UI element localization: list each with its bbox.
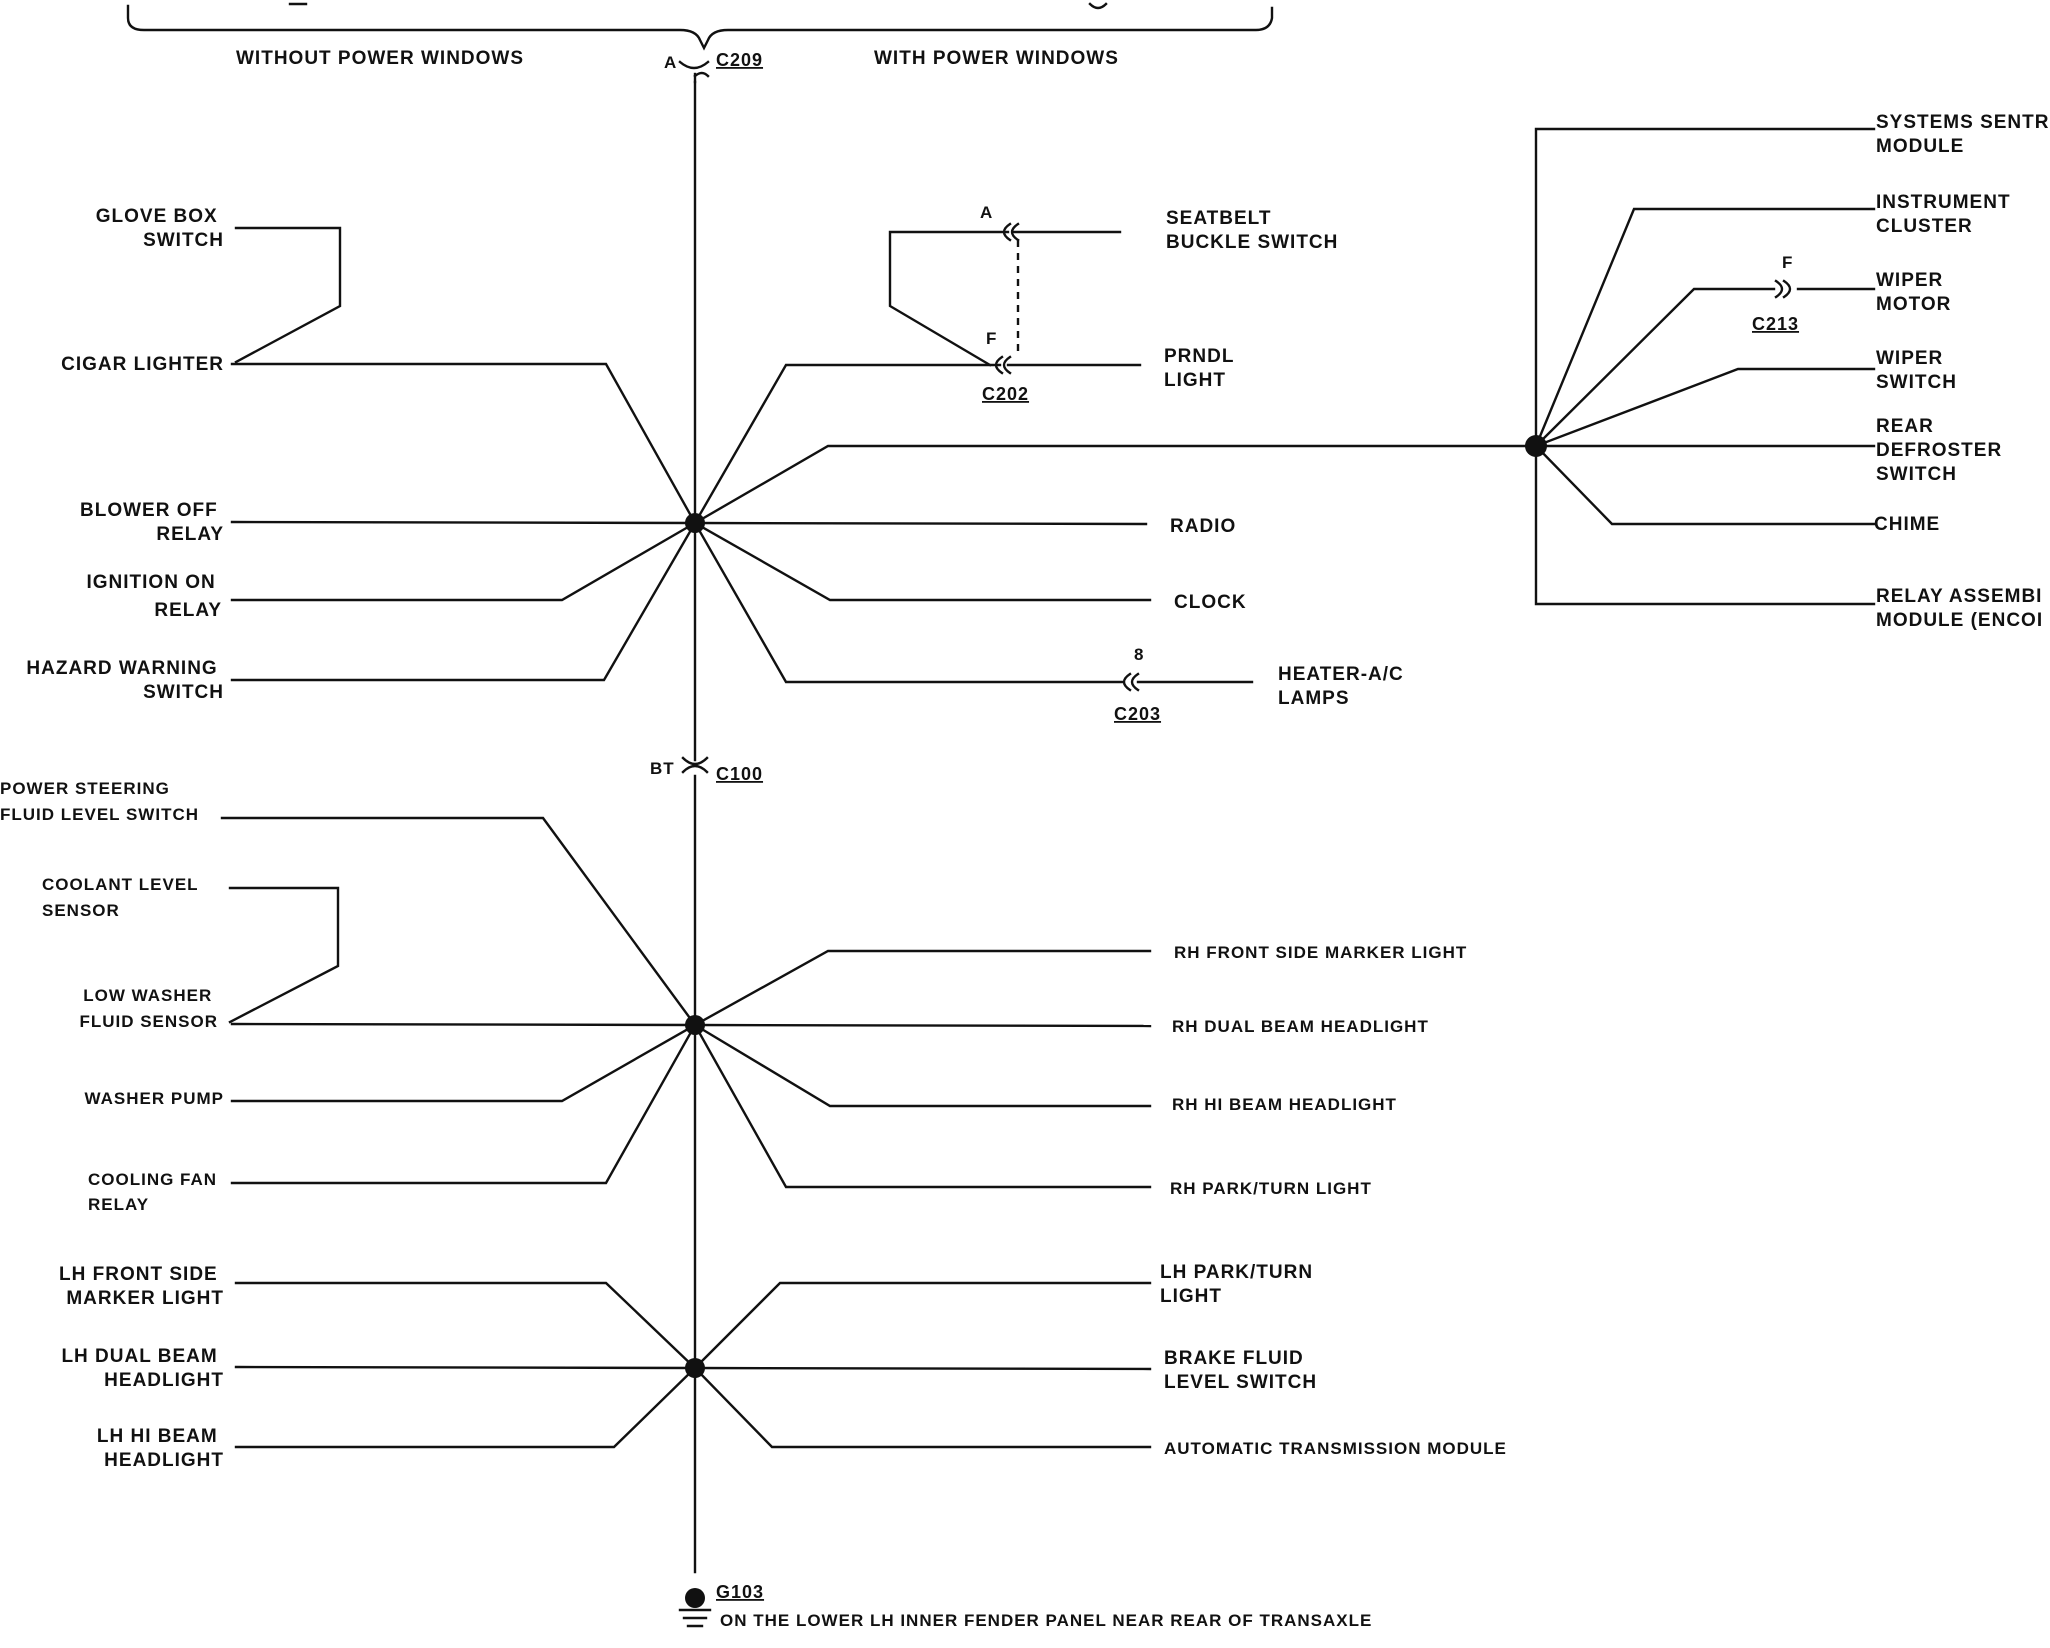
lh-park-turn-light-label: LH PARK/TURN LIGHT xyxy=(1160,1262,1319,1307)
chime-label: CHIME xyxy=(1874,514,1940,535)
c202-connector-id: C202 xyxy=(982,384,1029,404)
splice-2-wires xyxy=(220,816,1152,1189)
power-steering-fluid-level-switch-label: POWER STEERING FLUID LEVEL SWITCH xyxy=(0,779,199,824)
c100-connector-id: C100 xyxy=(716,764,763,784)
without-power-windows-label: WITHOUT POWER WINDOWS xyxy=(236,48,524,69)
relay-assembly-module-label: RELAY ASSEMBI MODULE (ENCOI xyxy=(1876,586,2049,631)
c202-pin-a: A xyxy=(980,203,993,222)
c209-connector-id: C209 xyxy=(716,50,763,70)
lh-hi-beam-headlight-label: LH HI BEAM HEADLIGHT xyxy=(97,1426,224,1471)
coolant-level-sensor-label: COOLANT LEVEL SENSOR xyxy=(42,875,204,920)
splice-3-node xyxy=(685,1358,705,1378)
c209-pin-label: A xyxy=(664,53,677,72)
radio-label: RADIO xyxy=(1170,516,1236,537)
lh-front-side-marker-light-label: LH FRONT SIDE MARKER LIGHT xyxy=(59,1264,224,1309)
cooling-fan-relay-label: COOLING FAN RELAY xyxy=(88,1170,223,1214)
splice-1-node xyxy=(685,513,705,533)
cigar-lighter-label: CIGAR LIGHTER xyxy=(61,354,224,375)
systems-sentry-module-label: SYSTEMS SENTR MODULE xyxy=(1876,112,2050,157)
rear-defroster-switch-label: REAR DEFROSTER SWITCH xyxy=(1876,416,2008,485)
lh-dual-beam-headlight-label: LH DUAL BEAM HEADLIGHT xyxy=(61,1346,224,1391)
c202-pin-f: F xyxy=(986,329,997,348)
g103-ground-id: G103 xyxy=(716,1582,764,1602)
rh-front-side-marker-light-label: RH FRONT SIDE MARKER LIGHT xyxy=(1174,943,1467,962)
ground-location-label: ON THE LOWER LH INNER FENDER PANEL NEAR … xyxy=(720,1611,1372,1630)
ground-symbol xyxy=(678,1588,712,1628)
clock-label: CLOCK xyxy=(1174,592,1247,613)
rh-dual-beam-headlight-label: RH DUAL BEAM HEADLIGHT xyxy=(1172,1017,1429,1036)
splice-2-node xyxy=(685,1015,705,1035)
brake-fluid-level-switch-label: BRAKE FLUID LEVEL SWITCH xyxy=(1164,1348,1317,1393)
instrument-cluster-label: INSTRUMENT CLUSTER xyxy=(1876,192,2017,237)
wiper-switch-label: WIPER SWITCH xyxy=(1876,348,1957,393)
low-washer-fluid-sensor-label: LOW WASHER FLUID SENSOR xyxy=(79,986,218,1031)
c213-connector-id: C213 xyxy=(1752,314,1799,334)
c100-connector xyxy=(681,756,709,774)
washer-pump-label: WASHER PUMP xyxy=(85,1089,224,1108)
c202-connector xyxy=(994,222,1020,375)
ignition-on-relay-label: IGNITION ON RELAY xyxy=(86,572,222,621)
splice-3-wires xyxy=(234,1281,1152,1449)
c100-pin-label: BT xyxy=(650,759,675,778)
c203-connector xyxy=(1122,672,1140,692)
automatic-transmission-module-label: AUTOMATIC TRANSMISSION MODULE xyxy=(1164,1439,1507,1458)
wiper-motor-label: WIPER MOTOR xyxy=(1876,270,1951,315)
c213-pin-label: F xyxy=(1782,253,1793,272)
with-power-windows-label: WITH POWER WINDOWS xyxy=(874,48,1119,69)
hazard-warning-switch-label: HAZARD WARNING SWITCH xyxy=(26,658,224,703)
c213-connector xyxy=(1774,279,1792,299)
splice-right-node xyxy=(1525,435,1547,457)
rh-hi-beam-headlight-label: RH HI BEAM HEADLIGHT xyxy=(1172,1095,1397,1114)
heater-ac-lamps-label: HEATER-A/C LAMPS xyxy=(1278,664,1410,709)
rh-park-turn-light-label: RH PARK/TURN LIGHT xyxy=(1170,1179,1372,1198)
header-brace xyxy=(126,2,1274,51)
splice-right-wires xyxy=(1534,127,1876,606)
c203-pin-label: 8 xyxy=(1134,645,1144,664)
c209-connector xyxy=(678,60,710,84)
prndl-light-label: PRNDL LIGHT xyxy=(1164,346,1240,391)
splice-1-wires xyxy=(230,226,1538,684)
c203-connector-id: C203 xyxy=(1114,704,1161,724)
glove-box-switch-label: GLOVE BOX SWITCH xyxy=(96,206,224,251)
blower-off-relay-label: BLOWER OFF RELAY xyxy=(80,500,224,545)
seatbelt-buckle-switch-label: SEATBELT BUCKLE SWITCH xyxy=(1166,208,1338,253)
